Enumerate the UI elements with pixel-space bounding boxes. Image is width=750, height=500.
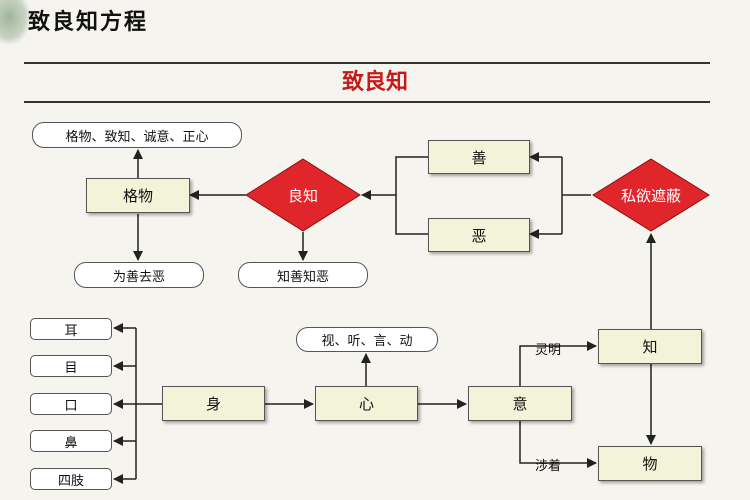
- bottom-rule: [24, 101, 710, 103]
- node-bi: 鼻: [30, 430, 112, 452]
- node-liangzhi: 良知: [287, 186, 318, 205]
- node-gewu: 格物: [86, 178, 190, 213]
- page-title: 致良知方程: [28, 9, 149, 35]
- node-zhi-shan-zhi-e: 知善知恶: [238, 262, 368, 288]
- node-sizhi: 四肢: [30, 468, 112, 490]
- node-xin: 心: [315, 386, 418, 421]
- liangzhi-diamond: [245, 158, 361, 232]
- node-shan: 善: [428, 140, 530, 174]
- edge-label-lingming: 灵明: [535, 343, 562, 358]
- top-rule: [24, 62, 710, 64]
- node-wei-shan-qu-e: 为善去恶: [74, 262, 204, 288]
- node-shen: 身: [162, 386, 265, 421]
- node-kou: 口: [30, 393, 112, 415]
- node-actions: 视、听、言、动: [296, 327, 438, 352]
- node-wu: 物: [598, 446, 702, 481]
- node-gewu-steps: 格物、致知、诚意、正心: [32, 122, 242, 148]
- node-mu: 目: [30, 355, 112, 377]
- node-e: 恶: [428, 218, 530, 252]
- siyu-diamond: [592, 158, 710, 232]
- edge-yi-wu: [519, 420, 597, 468]
- edge-yi-zhi: [519, 341, 597, 386]
- leaf-decoration: [0, 0, 30, 44]
- node-siyu: 私欲遮蔽: [620, 186, 681, 205]
- edge-label-shezhuo: 涉着: [535, 459, 562, 474]
- node-er: 耳: [30, 318, 112, 340]
- edge-bracket-left: [395, 156, 428, 235]
- node-yi: 意: [468, 386, 572, 421]
- node-zhi: 知: [598, 329, 702, 364]
- diagram-title: 致良知: [341, 70, 408, 95]
